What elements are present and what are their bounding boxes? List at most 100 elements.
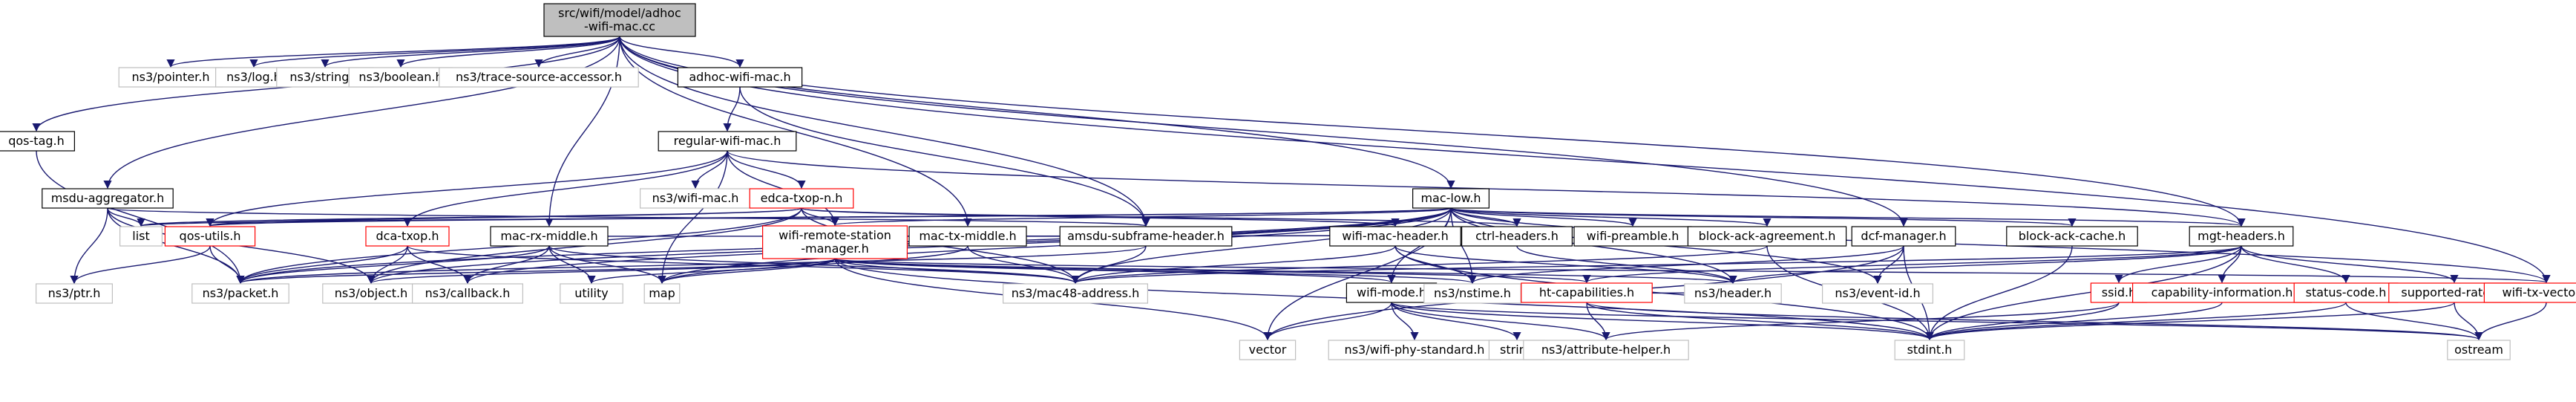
node-status[interactable]: status-code.h [2293, 282, 2399, 303]
node-callback[interactable]: ns3/callback.h [411, 283, 523, 304]
node-ptr[interactable]: ns3/ptr.h [35, 283, 114, 304]
edge-adhoc-to-amsdu [739, 86, 1150, 227]
node-ostream[interactable]: ostream [2447, 340, 2511, 360]
edge-dcatxop-to-packet [236, 245, 408, 285]
node-preamble[interactable]: wifi-preamble.h [1573, 226, 1692, 247]
edge-mgt-to-stdint [1925, 245, 2242, 341]
edge-htcap-to-stdint [1586, 302, 1934, 341]
node-capinfo[interactable]: capability-information.h [2132, 282, 2313, 303]
node-box-packet [191, 283, 289, 304]
node-phystd[interactable]: ns3/wifi-phy-standard.h [1328, 340, 1501, 360]
node-box-remote [761, 225, 908, 259]
node-box-nstime [1423, 283, 1521, 304]
node-map[interactable]: map [643, 283, 681, 304]
node-label-object-0: ns3/object.h [335, 286, 408, 300]
node-maclow[interactable]: mac-low.h [1412, 188, 1489, 209]
node-regular[interactable]: regular-wifi-mac.h [658, 131, 797, 152]
node-msdu[interactable]: msdu-aggregator.h [42, 188, 174, 209]
node-label-txvector-0: wifi-tx-vector.h [2503, 285, 2576, 299]
node-label-string-0: ns3/string.h [289, 70, 360, 84]
node-label-attrhelper-0: ns3/attribute-helper.h [1541, 343, 1671, 357]
node-label-dcfmgr-0: dcf-manager.h [1861, 229, 1946, 243]
node-dcfmgr[interactable]: dcf-manager.h [1851, 226, 1956, 247]
node-stdint[interactable]: stdint.h [1894, 340, 1965, 360]
edge-root-to-adhoc [619, 36, 744, 68]
node-dcatxop[interactable]: dca-txop.h [365, 226, 450, 247]
node-box-callback [411, 283, 523, 304]
node-eventid[interactable]: ns3/event-id.h [1822, 283, 1934, 304]
node-object[interactable]: ns3/object.h [322, 283, 420, 304]
node-label-ptr-0: ns3/ptr.h [48, 286, 101, 300]
node-box-stdint [1894, 340, 1965, 360]
edge-status-to-ostream [2345, 302, 2483, 341]
node-mgt[interactable]: mgt-headers.h [2189, 226, 2294, 247]
node-bacache[interactable]: block-ack-cache.h [2006, 226, 2138, 247]
node-box-pointer [118, 67, 223, 88]
node-trace[interactable]: ns3/trace-source-accessor.h [439, 67, 639, 88]
edge-maclow-to-list [137, 207, 1452, 227]
node-mac48[interactable]: ns3/mac48-address.h [1002, 283, 1148, 304]
node-qostag[interactable]: qos-tag.h [0, 131, 76, 152]
node-boolean[interactable]: ns3/boolean.h [348, 67, 453, 88]
edge-remote-to-utility [587, 258, 836, 285]
edge-maclow-to-preamble [1450, 207, 1637, 227]
node-label-edca-0: edca-txop-n.h [761, 191, 843, 205]
edge-mactx-to-map [658, 245, 969, 285]
edge-macrx-to-callback [463, 245, 550, 285]
node-wifimode[interactable]: wifi-mode.h [1346, 282, 1438, 303]
node-amsdu[interactable]: amsdu-subframe-header.h [1059, 226, 1233, 247]
edge-maclow-to-mgt [1450, 207, 2245, 227]
node-label-ostream-0: ostream [2454, 343, 2503, 357]
edge-adhoc-to-regular [723, 86, 741, 132]
edge-maclow-to-txvector [1450, 207, 2551, 284]
node-utility[interactable]: utility [560, 283, 623, 304]
node-label-htcap-0: ht-capabilities.h [1539, 285, 1634, 299]
node-mactx[interactable]: mac-tx-middle.h [908, 226, 1027, 247]
node-label-log-0: ns3/log.h [226, 70, 281, 84]
node-box-mgt [2189, 226, 2294, 247]
edge-macrx-to-map [548, 245, 666, 285]
node-htcap[interactable]: ht-capabilities.h [1521, 282, 1653, 303]
node-remote[interactable]: wifi-remote-station-manager.h [761, 225, 908, 259]
edge-root-to-amsdu [619, 36, 1150, 227]
node-packet[interactable]: ns3/packet.h [191, 283, 289, 304]
node-ctrl[interactable]: ctrl-headers.h [1461, 226, 1573, 247]
edge-qostag-to-packet [36, 150, 245, 285]
edge-msdu-to-amsdu [107, 207, 1150, 227]
node-pointer[interactable]: ns3/pointer.h [118, 67, 223, 88]
edge-ssid-to-stdint [1925, 302, 2120, 341]
node-label-ssid-0: ssid.h [2102, 285, 2137, 299]
node-txvector[interactable]: wifi-tx-vector.h [2483, 282, 2576, 303]
node-box-utility [560, 283, 623, 304]
node-label-dcatxop-0: dca-txop.h [376, 229, 439, 243]
edge-mgt-to-status [2241, 245, 2350, 284]
edge-maclow-to-remote [831, 207, 1452, 227]
node-box-vector [1239, 340, 1297, 360]
node-box-dcatxop [365, 226, 450, 247]
node-label-trace-0: ns3/trace-source-accessor.h [456, 70, 622, 84]
node-label-qosutils-0: qos-utils.h [180, 229, 241, 243]
node-box-status [2293, 282, 2399, 303]
node-wifimac[interactable]: ns3/wifi-mac.h [639, 188, 751, 209]
node-label-mactx-0: mac-tx-middle.h [919, 229, 1016, 243]
node-nstime[interactable]: ns3/nstime.h [1423, 283, 1521, 304]
node-blockack[interactable]: block-ack-agreement.h [1687, 226, 1847, 247]
edge-root-to-maclow [619, 36, 1455, 189]
edge-msdu-to-ptr [70, 207, 108, 285]
node-attrhelper[interactable]: ns3/attribute-helper.h [1523, 340, 1689, 360]
node-box-dcfmgr [1851, 226, 1956, 247]
node-list[interactable]: list [119, 226, 163, 247]
edge-mgt-to-ssid [2114, 245, 2242, 284]
node-macrx[interactable]: mac-rx-middle.h [490, 226, 609, 247]
node-adhoc[interactable]: adhoc-wifi-mac.h [677, 67, 803, 88]
node-vector[interactable]: vector [1239, 340, 1297, 360]
node-edca[interactable]: edca-txop-n.h [749, 188, 854, 209]
node-label-capinfo-0: capability-information.h [2151, 285, 2293, 299]
node-qosutils[interactable]: qos-utils.h [164, 226, 256, 247]
node-wifimacheader[interactable]: wifi-mac-header.h [1329, 226, 1461, 247]
edge-mgt-to-htcap [1582, 245, 2242, 284]
node-header[interactable]: ns3/header.h [1684, 283, 1782, 304]
node-label-list-0: list [132, 229, 150, 243]
node-box-root [543, 3, 696, 37]
